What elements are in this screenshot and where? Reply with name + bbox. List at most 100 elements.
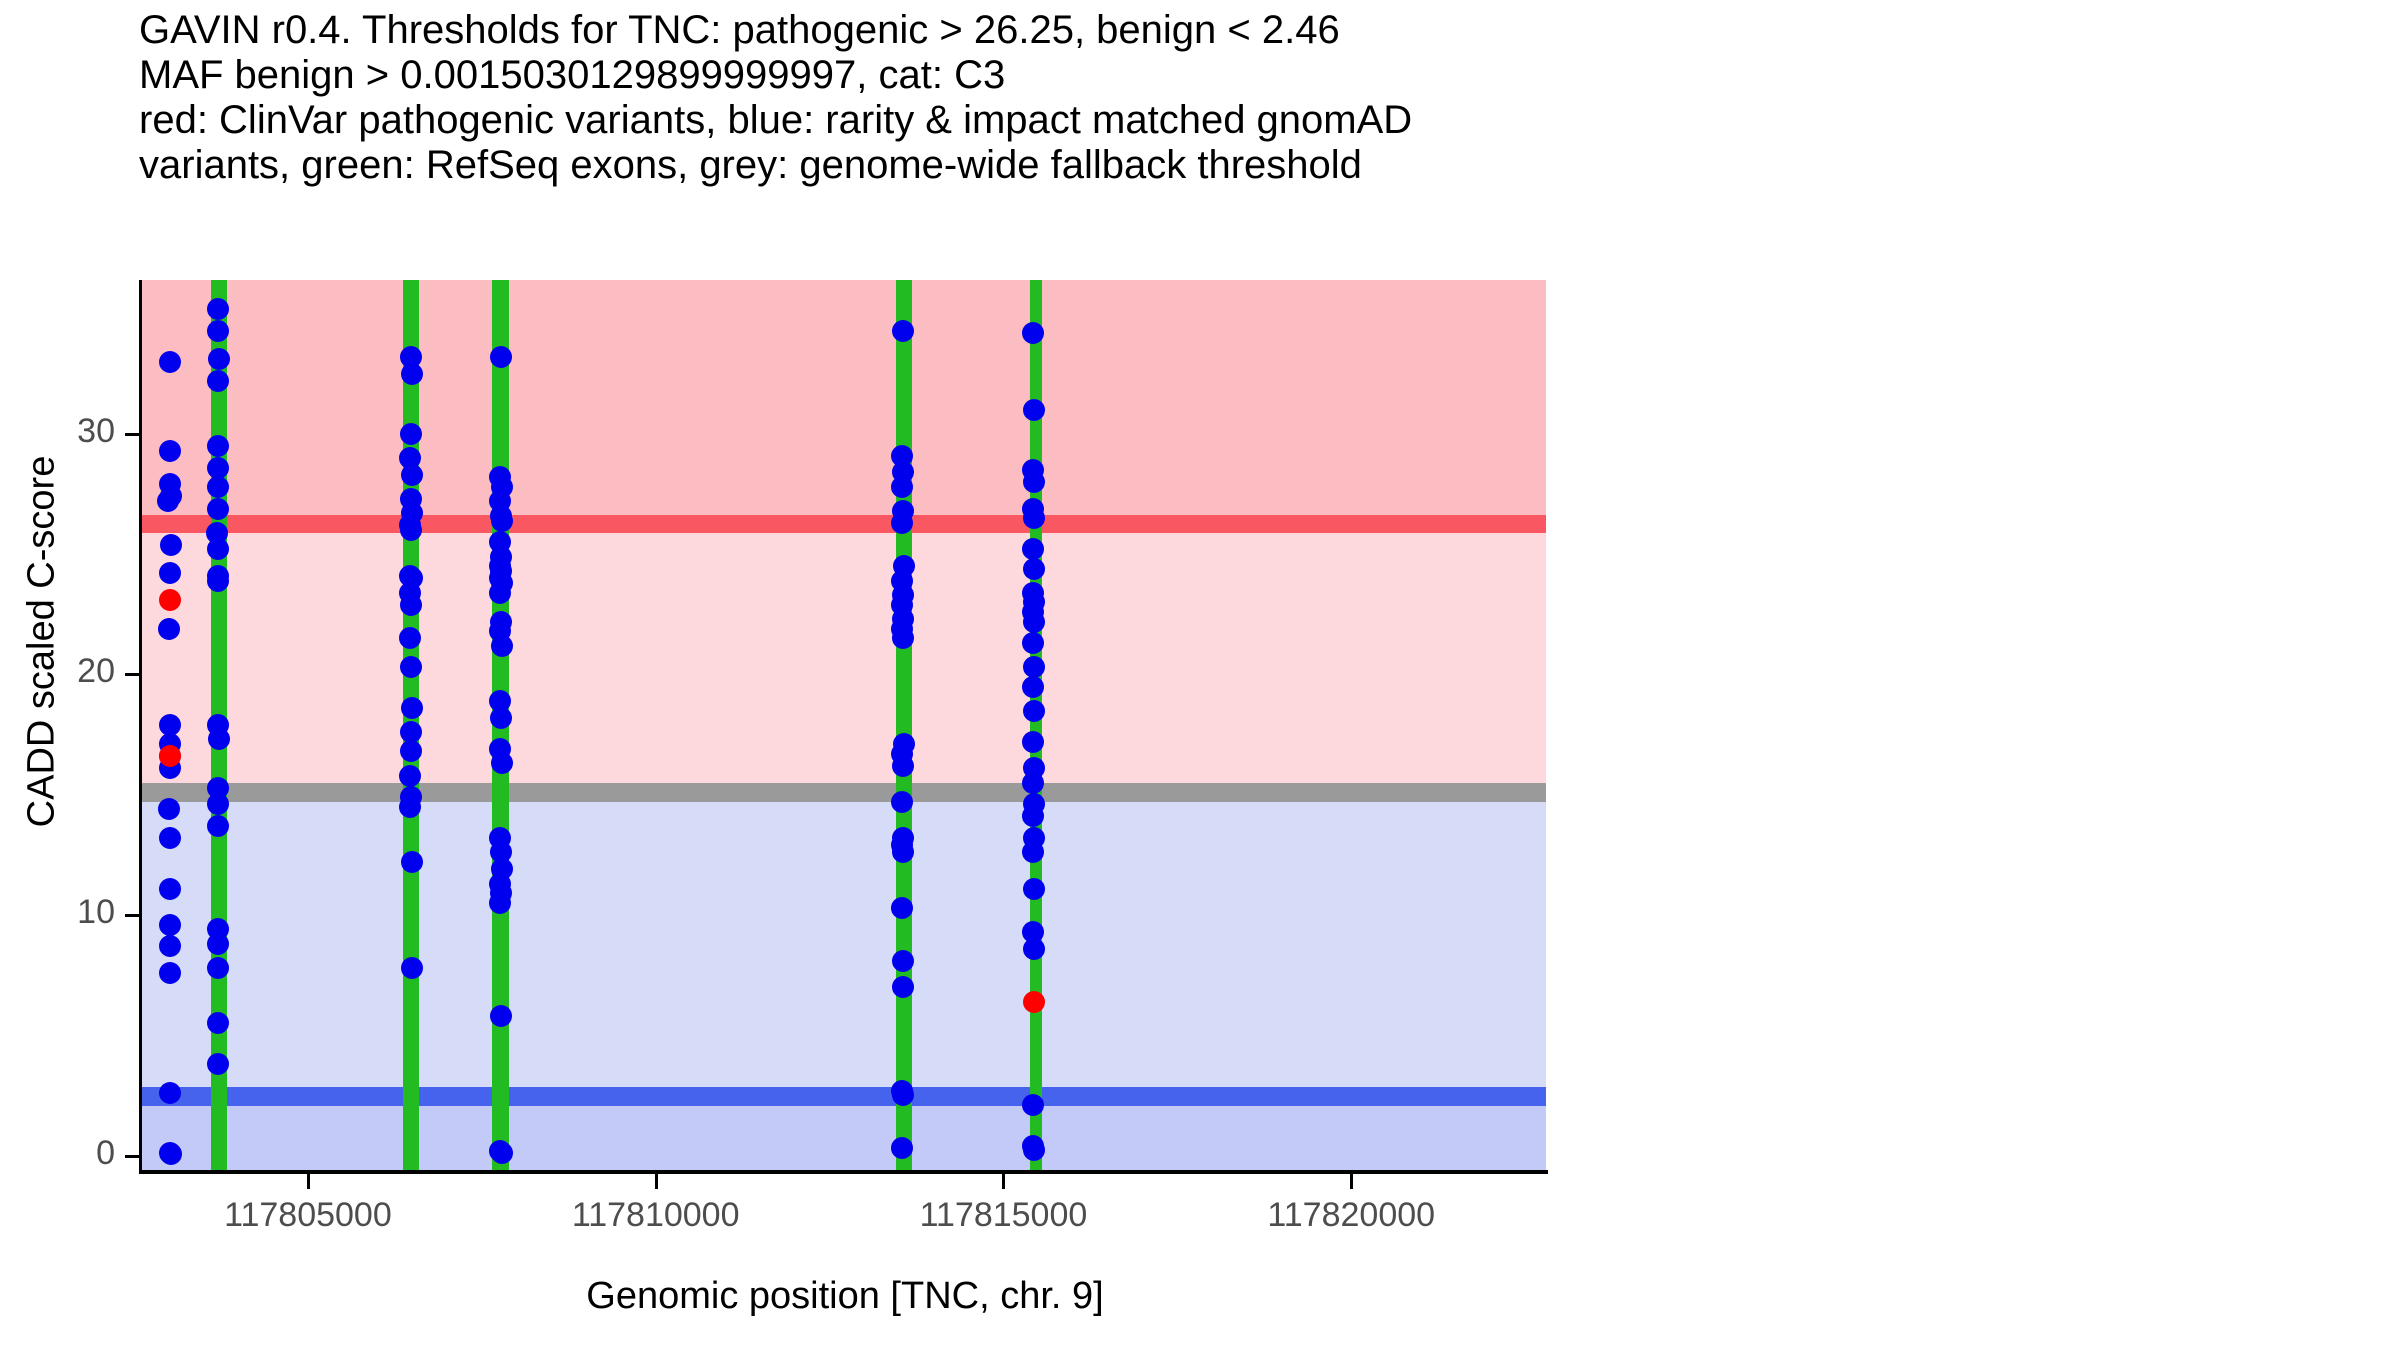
gnomad-point xyxy=(891,1137,914,1160)
gnomad-point xyxy=(206,956,229,979)
gnomad-point xyxy=(399,422,422,445)
gnomad-point xyxy=(158,1082,181,1105)
gnomad-point xyxy=(206,297,229,320)
gnomad-point xyxy=(490,752,513,775)
clinvar-point xyxy=(158,588,181,611)
gnomad-point xyxy=(1022,610,1045,633)
x-tick-mark xyxy=(306,1174,310,1189)
y-tick-mark xyxy=(125,914,139,918)
gnomad-point xyxy=(158,562,181,585)
gnomad-point xyxy=(157,490,180,513)
gnomad-point xyxy=(1023,471,1046,494)
gnomad-point xyxy=(1022,877,1045,900)
y-tick-label: 0 xyxy=(96,1133,115,1172)
gnomad-point xyxy=(1021,321,1044,344)
fallback-threshold-line xyxy=(141,782,1546,802)
gnomad-point xyxy=(206,776,229,799)
gnomad-point xyxy=(399,656,422,679)
gnomad-point xyxy=(206,521,229,544)
gnomad-point xyxy=(159,1143,182,1166)
x-tick-mark xyxy=(654,1174,658,1189)
gnomad-point xyxy=(1021,920,1044,943)
gnomad-point xyxy=(158,913,181,936)
gnomad-point xyxy=(1022,841,1045,864)
band-benign xyxy=(141,792,1546,1097)
gnomad-point xyxy=(891,319,914,342)
gnomad-point xyxy=(400,721,423,744)
band-benign-lower xyxy=(141,1096,1546,1170)
gnomad-point xyxy=(398,795,421,818)
gnomad-point xyxy=(400,956,423,979)
gnomad-point xyxy=(399,740,422,763)
gnomad-point xyxy=(158,714,181,736)
gnomad-point xyxy=(207,456,230,479)
title-line-2: MAF benign > 0.0015030129899999997, cat:… xyxy=(139,53,1006,97)
gnomad-point xyxy=(489,892,512,914)
gnomad-point xyxy=(892,976,915,999)
gnomad-point xyxy=(1022,805,1045,828)
gnomad-point xyxy=(399,447,422,469)
title-line-1: GAVIN r0.4. Thresholds for TNC: pathogen… xyxy=(139,8,1340,52)
gnomad-point xyxy=(490,1142,513,1165)
gnomad-point xyxy=(399,593,422,616)
gnomad-point xyxy=(1023,557,1046,580)
gnomad-point xyxy=(399,519,422,542)
x-tick-label: 117820000 xyxy=(1267,1196,1436,1234)
y-tick-label: 10 xyxy=(77,893,115,932)
gnomad-point xyxy=(891,511,914,534)
pathogenic-threshold-line xyxy=(141,515,1546,534)
x-tick-mark xyxy=(1350,1174,1354,1189)
gnomad-point xyxy=(1022,1094,1045,1117)
x-tick-mark xyxy=(1002,1174,1006,1189)
gnomad-point xyxy=(1023,1138,1046,1161)
gnomad-point xyxy=(489,689,512,712)
gnomad-point xyxy=(1021,632,1044,655)
gnomad-point xyxy=(1021,771,1044,794)
gnomad-point xyxy=(890,475,913,498)
gnomad-point xyxy=(207,728,230,751)
gnomad-point xyxy=(207,569,230,592)
gnomad-point xyxy=(400,463,423,486)
gnomad-point xyxy=(1022,675,1045,698)
gnomad-point xyxy=(891,896,914,919)
clinvar-point xyxy=(158,745,181,768)
gnomad-point xyxy=(400,362,423,385)
gnomad-point xyxy=(158,617,181,640)
gnomad-point xyxy=(489,706,512,729)
gnomad-point xyxy=(891,841,914,864)
gnomad-point xyxy=(159,533,182,556)
gnomad-point xyxy=(891,444,914,467)
gnomad-point xyxy=(1022,507,1045,530)
gnomad-point xyxy=(489,345,512,368)
gnomad-point xyxy=(399,345,422,368)
gnomad-point xyxy=(399,627,422,650)
gnomad-point xyxy=(891,949,914,972)
band-pathogenic xyxy=(141,280,1546,525)
gnomad-point xyxy=(158,798,181,821)
gnomad-point xyxy=(206,793,229,816)
gnomad-point xyxy=(159,935,182,958)
gnomad-point xyxy=(206,1012,229,1035)
gnomad-point xyxy=(891,790,914,813)
y-axis-title: CADD scaled C-score xyxy=(20,455,63,828)
gnomad-point xyxy=(206,434,229,457)
y-tick-mark xyxy=(125,432,139,436)
gnomad-point xyxy=(206,932,229,955)
gnomad-point xyxy=(1023,937,1046,960)
clinvar-point xyxy=(1022,990,1045,1013)
gnomad-point xyxy=(891,754,914,777)
gnomad-point xyxy=(1022,730,1045,753)
y-tick-label: 30 xyxy=(77,411,115,450)
x-axis-title: Genomic position [TNC, chr. 9] xyxy=(586,1275,1104,1317)
gnomad-point xyxy=(891,627,914,650)
gnomad-point xyxy=(159,350,182,373)
title-line-4: variants, green: RefSeq exons, grey: gen… xyxy=(139,143,1362,187)
gnomad-point xyxy=(158,961,181,984)
gnomad-point xyxy=(489,841,512,864)
gnomad-point xyxy=(891,1084,914,1107)
gnomad-point xyxy=(159,439,182,462)
gnomad-point xyxy=(488,581,511,604)
gnomad-point xyxy=(159,827,182,850)
x-tick-label: 117815000 xyxy=(919,1196,1088,1234)
